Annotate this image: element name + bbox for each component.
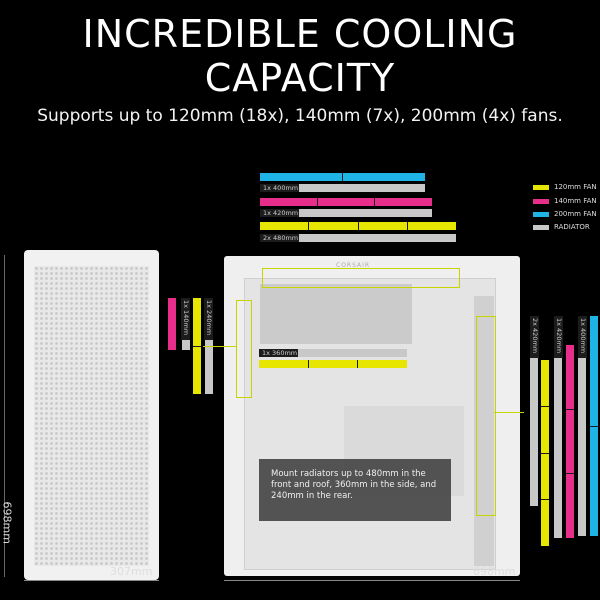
legend-swatch: [533, 199, 549, 204]
vbar-400-label: 1x 400mm: [578, 316, 587, 358]
fan-segment: [168, 298, 176, 350]
fan-segment: [317, 198, 376, 206]
rear-radiator-outline: [236, 300, 252, 398]
fan-segment: [308, 360, 359, 368]
fan-segment: [358, 222, 408, 230]
fan-segment: [590, 316, 598, 427]
legend-swatch: [533, 185, 549, 190]
fan-segment: [541, 360, 549, 407]
bar-480-fans: [260, 222, 456, 230]
fan-segment: [358, 360, 408, 368]
bar-400-label: 1x 400mm: [260, 184, 299, 192]
legend-swatch: [533, 225, 549, 230]
vbar-420b-label: 1x 420mm: [554, 316, 563, 358]
fan-segment: [407, 222, 456, 230]
vbar-240: [193, 298, 201, 394]
legend-label: RADIATOR: [554, 223, 590, 231]
bar-360-fans: [259, 360, 408, 368]
fan-segment: [566, 345, 574, 410]
vbar-400-radiator: [578, 316, 586, 536]
vbar-140: [168, 298, 176, 350]
page-subtitle: Supports up to 120mm (18x), 140mm (7x), …: [37, 106, 563, 126]
rear-connector-line: [203, 346, 236, 347]
fan-segment: [260, 222, 310, 230]
fan-segment: [541, 453, 549, 501]
vbar-420b-radiator: [554, 316, 562, 538]
legend-swatch: [533, 212, 549, 217]
fan-segment: [541, 406, 549, 454]
front-fan-area: [474, 296, 494, 566]
vbar-140-label: 1x 140mm: [181, 298, 190, 340]
bar-360-radiator: [259, 349, 407, 357]
bar-420-radiator: [260, 209, 432, 217]
bar-400-radiator: [260, 184, 425, 192]
bar-420-fans: [260, 198, 433, 206]
case-brand-logo: CORSAIR: [336, 262, 371, 269]
front-width-label: 307mm: [110, 565, 153, 578]
radiator-info-tooltip: Mount radiators up to 480mm in the front…: [259, 459, 451, 521]
vbar-420a-label: 2x 420mm: [530, 316, 539, 358]
vbar-420b-fans: [566, 345, 574, 539]
fan-segment: [260, 198, 318, 206]
case-front-view: [24, 250, 159, 580]
case-side-view: CORSAIR: [224, 256, 520, 576]
front-mesh-panel: [34, 266, 149, 566]
fan-segment: [541, 500, 549, 546]
bar-480-label: 2x 480mm: [260, 234, 299, 242]
bar-420-label: 1x 420mm: [260, 209, 299, 217]
page-title-line2: CAPACITY: [204, 56, 396, 100]
roof-radiator-outline: [262, 268, 460, 288]
fan-segment: [309, 222, 359, 230]
fan-segment: [259, 360, 309, 368]
fan-segment: [566, 474, 574, 539]
depth-dimension-line: [224, 580, 520, 581]
bar-360-label: 1x 360mm: [259, 349, 298, 357]
fan-segment: [590, 426, 598, 536]
roof-fan-area: [260, 284, 412, 344]
fan-segment: [260, 173, 343, 181]
front-radiator-outline: [476, 316, 496, 516]
front-connector-line: [494, 412, 524, 413]
fan-segment: [343, 173, 425, 181]
legend-label: 120mm FAN: [554, 183, 597, 191]
fan-segment: [375, 198, 433, 206]
height-dimension-line: [4, 255, 5, 577]
vbar-420a-fans: [541, 360, 549, 546]
fan-segment: [566, 409, 574, 475]
fan-segment: [193, 346, 201, 394]
vbar-420a-radiator: [530, 316, 538, 506]
bar-480-radiator: [260, 234, 456, 242]
legend-label: 140mm FAN: [554, 197, 597, 205]
front-width-line: [24, 580, 159, 581]
vbar-400-fans: [590, 316, 598, 536]
vbar-240-label: 1x 240mm: [204, 298, 213, 340]
legend-label: 200mm FAN: [554, 210, 597, 218]
height-dimension-label: 698mm: [0, 501, 14, 544]
depth-dimension-label: 698mm: [473, 565, 516, 578]
fan-segment: [193, 298, 201, 347]
bar-400-fans: [260, 173, 425, 181]
page-title-line1: INCREDIBLE COOLING: [82, 12, 518, 56]
